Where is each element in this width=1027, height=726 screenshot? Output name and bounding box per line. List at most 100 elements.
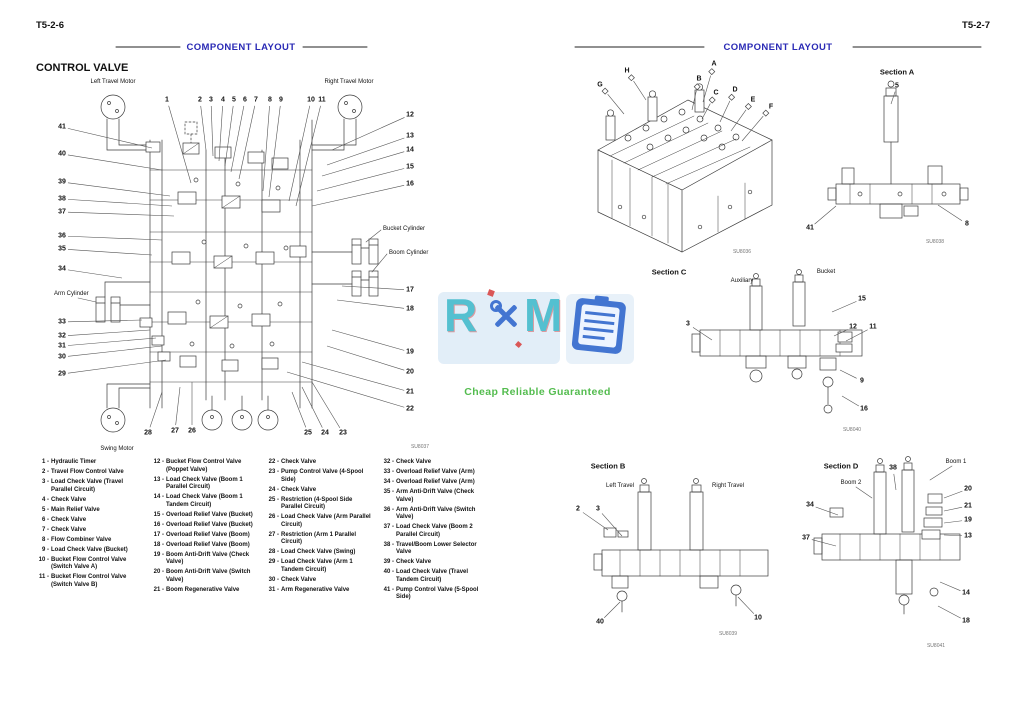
label-right-travel: Right Travel xyxy=(711,483,745,489)
iso-letter-D: D xyxy=(732,86,738,94)
label-auxiliary: Auxiliary xyxy=(730,278,754,284)
callout-3: 3 xyxy=(686,320,690,328)
callout-37: 37 xyxy=(802,534,810,542)
figure-code-schematic: SU8037 xyxy=(410,444,430,450)
callout-18: 18 xyxy=(962,617,970,625)
callout-16: 16 xyxy=(406,180,414,188)
legend-item: 4 -Check Valve xyxy=(41,496,87,503)
legend-item: 33 -Overload Relief Valve (Arm) xyxy=(383,469,475,475)
iso-letter-G: G xyxy=(597,81,603,89)
label-boom-2: Boom 2 xyxy=(840,480,862,486)
legend-item: 16 -Overload Relief Valve (Bucket) xyxy=(153,521,253,528)
legend-item: 14 -Load Check Valve (Boom 1 Tandem Circ… xyxy=(153,494,243,508)
legend-item: 6 -Check Valve xyxy=(41,516,87,523)
figure-code-section-b: SU8039 xyxy=(718,631,738,637)
callout-4: 4 xyxy=(221,96,225,104)
callout-19: 19 xyxy=(964,516,972,524)
page-number-right: T5-2-7 xyxy=(962,20,990,31)
callout-41: 41 xyxy=(806,224,814,232)
section-d-drawing xyxy=(813,456,961,615)
callout-13: 13 xyxy=(964,532,972,540)
callout-15: 15 xyxy=(858,295,866,303)
callout-16: 16 xyxy=(860,405,868,413)
legend-item: 29 -Load Check Valve (Arm 1 Tandem Circu… xyxy=(268,559,353,573)
legend-item: 28 -Load Check Valve (Swing) xyxy=(268,549,356,555)
callout-19: 19 xyxy=(406,348,414,356)
callout-15: 15 xyxy=(406,163,414,171)
legend-item: 20 -Boom Anti-Drift Valve (Switch Valve) xyxy=(153,569,251,583)
callout-9: 9 xyxy=(279,96,283,104)
legend-item: 30 -Check Valve xyxy=(268,576,317,583)
control-valve-schematic xyxy=(95,94,379,433)
legend-item: 41 -Pump Control Valve (5-Spool Side) xyxy=(383,586,479,601)
callout-34: 34 xyxy=(58,265,66,273)
callout-38: 38 xyxy=(889,464,897,472)
iso-letter-E: E xyxy=(750,96,756,104)
callout-7: 7 xyxy=(254,96,258,104)
legend-column-1: 1 -Hydraulic Timer 2 -Travel Flow Control… xyxy=(36,459,143,604)
callout-10: 10 xyxy=(307,96,315,104)
callout-12: 12 xyxy=(406,111,414,119)
control-valve-title: CONTROL VALVE xyxy=(36,62,129,74)
label-boom-cylinder: Boom Cylinder xyxy=(389,250,429,256)
legend-item: 35 -Arm Anti-Drift Valve (Check Valve) xyxy=(383,489,475,503)
callout-23: 23 xyxy=(339,429,347,437)
legend-item: 27 -Restriction (Arm 1 Parallel Circuit) xyxy=(268,531,357,546)
callout-24: 24 xyxy=(321,429,329,437)
legend-item: 39 -Check Valve xyxy=(383,559,432,565)
legend-item: 36 -Arm Anti-Drift Valve (Switch Valve) xyxy=(383,506,476,521)
callout-29: 29 xyxy=(58,370,66,378)
callout-2: 2 xyxy=(198,96,202,104)
callout-32: 32 xyxy=(58,332,66,340)
callout-14: 14 xyxy=(962,589,970,597)
legend-item: 12 -Bucket Flow Control Valve (Poppet Va… xyxy=(153,459,242,473)
legend-item: 24 -Check Valve xyxy=(268,486,317,493)
iso-letter-H: H xyxy=(624,67,630,75)
callout-9: 9 xyxy=(860,377,864,385)
callout-3: 3 xyxy=(209,96,213,104)
callout-40: 40 xyxy=(596,618,604,626)
section-c-drawing xyxy=(691,269,863,414)
figure-code-section-c: SU8040 xyxy=(842,427,862,433)
section-b-drawing xyxy=(593,478,769,613)
callout-21: 21 xyxy=(964,502,972,510)
legend-item: 34 -Overload Relief Valve (Arm) xyxy=(383,479,475,485)
callout-31: 31 xyxy=(58,342,66,350)
callout-22: 22 xyxy=(406,405,414,413)
callout-8: 8 xyxy=(965,220,969,228)
callout-26: 26 xyxy=(188,427,196,435)
label-left-travel-motor: Left Travel Motor xyxy=(90,79,136,85)
legend-item: 3 -Load Check Valve (Travel Parallel Cir… xyxy=(41,479,124,493)
callout-27: 27 xyxy=(171,427,179,435)
figure-code-section-d: SU8041 xyxy=(926,643,946,649)
callout-39: 39 xyxy=(58,178,66,186)
label-bucket-cylinder: Bucket Cylinder xyxy=(383,226,426,232)
callout-37: 37 xyxy=(58,208,66,216)
legend: 1 -Hydraulic Timer 2 -Travel Flow Control… xyxy=(36,459,488,604)
callout-14: 14 xyxy=(406,146,414,154)
legend-item: 1 -Hydraulic Timer xyxy=(41,459,97,465)
callout-33: 33 xyxy=(58,318,66,326)
legend-item: 8 -Flow Combiner Valve xyxy=(41,536,112,543)
callout-38: 38 xyxy=(58,195,66,203)
section-a-label: Section A xyxy=(879,67,915,77)
iso-letter-A: A xyxy=(711,60,717,68)
label-boom-1: Boom 1 xyxy=(945,459,967,465)
legend-item: 18 -Overload Relief Valve (Boom) xyxy=(153,541,250,548)
label-bucket: Bucket xyxy=(816,269,836,275)
label-left-travel: Left Travel xyxy=(605,483,635,489)
header-title-left: COMPONENT LAYOUT xyxy=(186,42,296,53)
callout-11: 11 xyxy=(869,323,877,331)
legend-item: 2 -Travel Flow Control Valve xyxy=(41,469,124,475)
callout-40: 40 xyxy=(58,150,66,158)
callout-5: 5 xyxy=(895,82,899,90)
callout-25: 25 xyxy=(304,429,312,437)
legend-item: 25 -Restriction (4-Spool Side Parallel C… xyxy=(268,496,353,511)
legend-item: 23 -Pump Control Valve (4-Spool Side) xyxy=(268,469,364,483)
legend-item: 15 -Overload Relief Valve (Bucket) xyxy=(153,511,253,518)
iso-letter-C: C xyxy=(713,89,719,97)
